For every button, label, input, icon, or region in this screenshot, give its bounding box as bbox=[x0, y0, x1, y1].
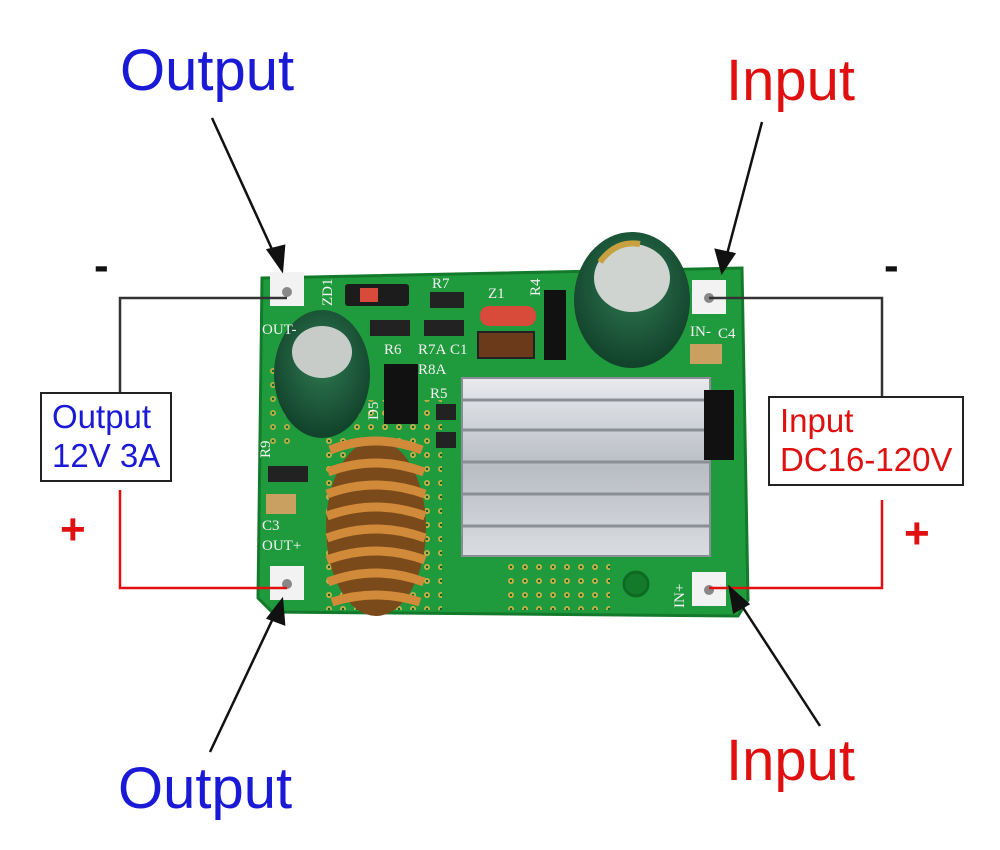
silk-r5: R5 bbox=[430, 386, 448, 402]
silk-r8a: R8A bbox=[418, 362, 447, 378]
arrow-output-top bbox=[210, 117, 278, 259]
silkscreen-labels: ZD1 R7 Z1 R4 OUT- R6 R7A C1 R8A R5 D5 R9… bbox=[258, 276, 736, 608]
silk-c4: C4 bbox=[718, 326, 736, 342]
output-plus-wire bbox=[118, 490, 287, 590]
input-minus-wire bbox=[709, 296, 884, 396]
silk-c1: C1 bbox=[450, 342, 468, 358]
input-plus-wire bbox=[709, 500, 884, 590]
silk-r9: R9 bbox=[258, 440, 274, 458]
arrows bbox=[208, 117, 822, 753]
output-spec-line2: 12V 3A bbox=[52, 436, 161, 474]
capacitor-right bbox=[574, 232, 690, 368]
silk-zd1: ZD1 bbox=[320, 279, 336, 307]
input-spec-box: Input DC16-120V bbox=[768, 396, 965, 486]
silk-c3: C3 bbox=[262, 518, 280, 534]
silk-d5: D5 bbox=[366, 402, 382, 420]
silk-r4: R4 bbox=[528, 278, 544, 296]
silk-in-minus: IN- bbox=[690, 324, 711, 340]
input-top-label: Input bbox=[726, 48, 855, 113]
input-spec-line1: Input bbox=[780, 402, 854, 439]
smd-components bbox=[266, 284, 722, 514]
output-spec-box: Output 12V 3A bbox=[40, 392, 173, 482]
arrow-input-top bbox=[724, 121, 764, 259]
silk-r7a: R7A bbox=[418, 342, 447, 358]
silk-r6: R6 bbox=[384, 342, 402, 358]
input-bottom-label: Input bbox=[726, 728, 855, 793]
capacitor-left bbox=[274, 310, 370, 438]
silk-out-plus: OUT+ bbox=[262, 538, 301, 554]
silk-r7: R7 bbox=[432, 276, 450, 292]
plus-sign-left: + bbox=[60, 505, 86, 554]
minus-sign-left: - bbox=[94, 241, 109, 290]
output-bottom-label: Output bbox=[118, 756, 293, 821]
input-spec-line2: DC16-120V bbox=[780, 440, 953, 478]
silk-z1: Z1 bbox=[488, 286, 505, 302]
output-spec-line1: Output bbox=[52, 398, 152, 435]
silk-out-minus: OUT- bbox=[262, 322, 296, 338]
output-minus-wire bbox=[118, 296, 287, 392]
inductor-coil bbox=[325, 436, 427, 616]
terminal-pad-out-plus bbox=[270, 566, 304, 600]
heatsink bbox=[461, 377, 734, 557]
minus-sign-right: - bbox=[884, 241, 899, 290]
arrow-output-bottom bbox=[208, 611, 278, 753]
terminal-pad-out-minus bbox=[270, 272, 304, 306]
arrow-input-bottom bbox=[736, 599, 822, 727]
silk-in-plus: IN+ bbox=[672, 584, 688, 608]
plus-sign-right: + bbox=[904, 509, 930, 558]
output-top-label: Output bbox=[120, 38, 295, 103]
